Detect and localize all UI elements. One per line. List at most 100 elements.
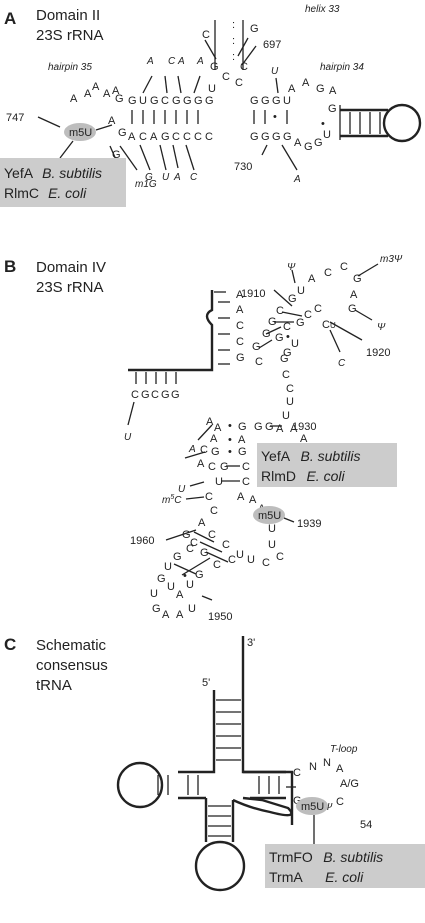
svg-text:U: U [247, 554, 255, 566]
svg-text:C: C [205, 491, 213, 503]
end-5prime: 5' [202, 677, 210, 689]
num-730: 730 [234, 161, 252, 173]
svg-text:U: U [271, 66, 279, 77]
svg-text:C: C [283, 321, 291, 333]
svg-text:G: G [205, 95, 214, 107]
svg-text:U: U [124, 432, 132, 443]
svg-text:C: C [242, 476, 250, 488]
svg-text:C: C [210, 505, 218, 517]
svg-text:A: A [308, 273, 316, 285]
svg-text:G: G [265, 421, 274, 433]
num-1930: 1930 [292, 421, 316, 433]
svg-text:G: G [157, 573, 166, 585]
svg-text:U: U [215, 476, 223, 488]
m5c-mod: m5C [162, 494, 182, 506]
svg-text:A: A [198, 517, 206, 529]
svg-text:C: C [183, 131, 191, 143]
svg-text:C: C [276, 551, 284, 563]
svg-text:A: A [300, 433, 308, 445]
nt: C [202, 29, 210, 41]
svg-text:G: G [171, 389, 180, 401]
svg-text:•: • [273, 111, 277, 123]
svg-text:U: U [186, 579, 194, 591]
arrows-a-top: A C A A [142, 56, 204, 94]
loop-top-b: A C C G A G m3Ψ Ψ Ψ C 1920 1910 [241, 254, 403, 369]
nt: G [250, 23, 259, 35]
svg-text:U: U [268, 523, 276, 535]
nt: U [208, 83, 216, 95]
svg-text:A: A [173, 172, 181, 183]
svg-text:C: C [131, 389, 139, 401]
svg-text:C: C [236, 336, 244, 348]
svg-text:A: A [336, 763, 344, 775]
panel-b-title-line1: Domain IV [36, 259, 106, 276]
svg-text:A: A [237, 491, 245, 503]
hairpin34-loop [382, 103, 422, 143]
svg-text:G: G [272, 131, 281, 143]
svg-text:•: • [228, 420, 232, 432]
svg-text:G: G [272, 95, 281, 107]
helix33-label: helix 33 [305, 4, 340, 15]
panel-c-title-line3: tRNA [36, 677, 72, 694]
num-1910: 1910 [241, 288, 265, 300]
svg-text:N: N [323, 757, 331, 769]
svg-text:G: G [316, 83, 325, 95]
svg-text:U: U [291, 338, 299, 350]
end-3prime: 3' [247, 637, 255, 649]
svg-text:G: G [172, 95, 181, 107]
enzyme-box-c [265, 844, 425, 888]
svg-text:C: C [255, 356, 263, 368]
stem-top-row: G U G C G G G G [128, 95, 214, 107]
bottom-loop-b: U U C C U U C C A C C G C G C G U G U A … [130, 517, 284, 623]
nt: A [112, 85, 120, 97]
svg-text:m3Ψ: m3Ψ [380, 254, 403, 265]
left-stem-b: C G C G G U [124, 372, 180, 443]
svg-text:C: C [340, 261, 348, 273]
svg-text:G: G [161, 131, 170, 143]
svg-text:A: A [177, 56, 185, 67]
svg-text:A: A [249, 494, 257, 506]
nt: G [115, 93, 124, 105]
hairpin35-label: hairpin 35 [48, 62, 92, 73]
svg-text:G: G [252, 341, 261, 353]
t-arm: C G N N A A/G C Ψ T-loop 54 [243, 744, 372, 831]
svg-text:A: A [176, 609, 184, 621]
svg-text:C: C [190, 172, 198, 183]
svg-text:A: A [238, 434, 246, 446]
panel-c-title-line1: Schematic [36, 637, 107, 654]
svg-text:G: G [328, 103, 337, 115]
nt: C [222, 71, 230, 83]
nt: A [92, 81, 100, 93]
svg-text:G: G [348, 303, 357, 315]
d-arm [116, 761, 206, 809]
svg-text:G: G [152, 603, 161, 615]
svg-text:A: A [293, 174, 301, 185]
svg-text:C: C [208, 529, 216, 541]
svg-text:Ψ: Ψ [377, 322, 386, 333]
svg-text:C: C [282, 369, 290, 381]
enzyme-a-line2: RlmC E. coli [4, 185, 87, 201]
svg-text:G: G [182, 529, 191, 541]
svg-text:C: C [208, 461, 216, 473]
svg-text:C: C [314, 303, 322, 315]
svg-text:G: G [283, 347, 292, 359]
svg-text:A: A [210, 433, 218, 445]
acceptor-stem [206, 636, 294, 825]
svg-text:G: G [238, 446, 247, 458]
cm-mod: CU [322, 319, 336, 331]
svg-text:A: A [162, 609, 170, 621]
svg-text:C: C [205, 131, 213, 143]
panel-b-label: B [4, 257, 16, 276]
svg-text:G: G [118, 127, 127, 139]
svg-text:U: U [297, 285, 305, 297]
pair-dot: : [232, 19, 235, 31]
svg-text:G: G [145, 172, 153, 183]
svg-text:G: G [250, 95, 259, 107]
svg-text:Ψ: Ψ [287, 262, 296, 273]
panel-a-title-line1: Domain II [36, 7, 100, 24]
svg-text:A: A [290, 423, 298, 435]
svg-text:G: G [220, 461, 229, 473]
svg-text:A: A [128, 131, 136, 143]
svg-text:C: C [139, 131, 147, 143]
num-1920: 1920 [366, 347, 390, 359]
